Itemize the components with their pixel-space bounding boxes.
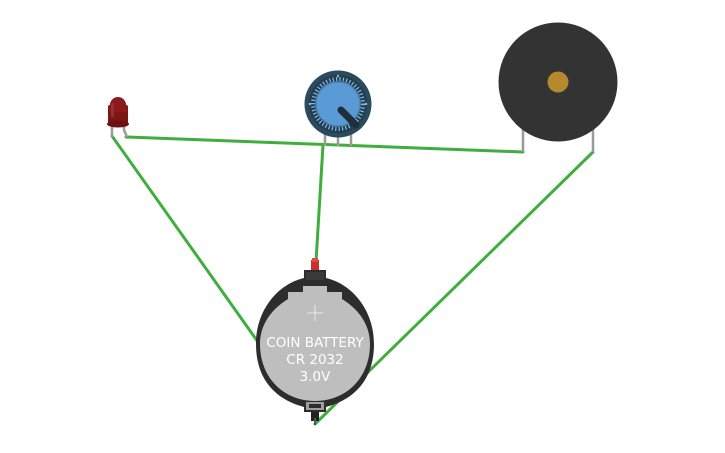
- battery-cell: COIN BATTERY CR 2032 3.0V: [260, 286, 370, 401]
- led-icon: [107, 97, 129, 128]
- coin-battery[interactable]: COIN BATTERY CR 2032 3.0V: [256, 258, 374, 425]
- battery-label-line2: CR 2032: [286, 352, 343, 368]
- battery-negative-terminal[interactable]: [311, 407, 319, 425]
- wire-pot-to-battery[interactable]: [314, 143, 325, 264]
- wire-led-to-battery[interactable]: [110, 134, 260, 344]
- piezo-buzzer-icon: [498, 22, 618, 142]
- potentiometer-icon: [304, 70, 372, 138]
- battery-label-line3: 3.0V: [300, 369, 331, 385]
- battery-label-line1: COIN BATTERY: [266, 335, 364, 351]
- battery-positive-terminal[interactable]: [311, 258, 319, 270]
- potentiometer[interactable]: [304, 70, 372, 147]
- led[interactable]: [107, 97, 129, 138]
- piezo-buzzer[interactable]: [498, 22, 618, 153]
